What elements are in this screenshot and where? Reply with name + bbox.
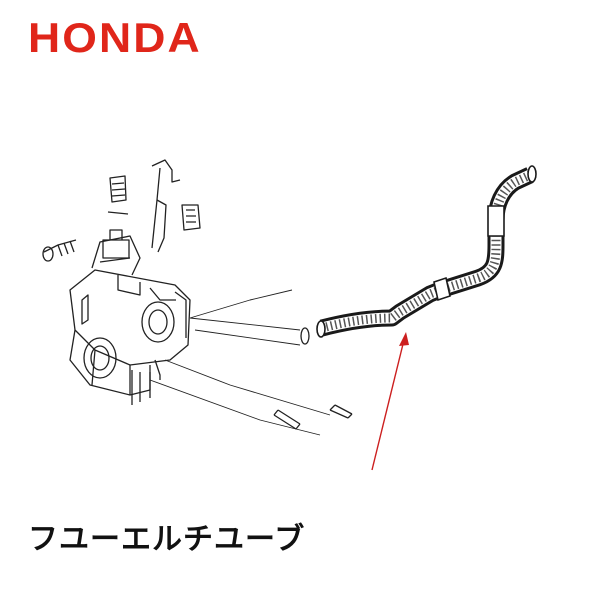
carburetor-diagram xyxy=(42,159,353,436)
fuel-tube-diagram xyxy=(316,165,537,338)
pointer-arrow xyxy=(371,332,409,471)
honda-logo: HONDA xyxy=(28,14,202,61)
part-name-label: フユーエルチユーブ xyxy=(28,522,306,557)
